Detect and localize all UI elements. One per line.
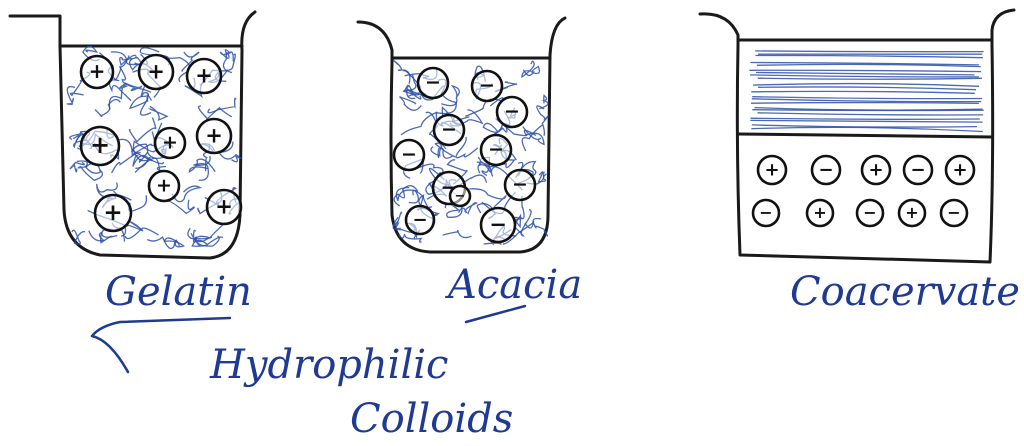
coacervate-beaker: + − + − + − + − + − xyxy=(700,10,1014,262)
svg-text:−: − xyxy=(488,139,504,161)
scribble-stroke xyxy=(758,113,984,115)
scribble-stroke xyxy=(129,118,155,142)
svg-text:+: + xyxy=(952,159,967,180)
negative-particle: − xyxy=(857,200,883,226)
positive-particle: + xyxy=(207,190,241,224)
negative-particle: − xyxy=(418,68,448,98)
scribble-stroke xyxy=(752,97,982,99)
svg-text:+: + xyxy=(215,194,233,218)
svg-text:−: − xyxy=(401,144,417,166)
negative-particle: − xyxy=(406,206,434,234)
negative-particle: − xyxy=(472,71,502,101)
negative-particle: − xyxy=(394,140,424,170)
scribble-stroke xyxy=(751,103,979,104)
scribble-stroke xyxy=(755,51,983,52)
scribble-stroke xyxy=(755,55,982,57)
negative-particle: − xyxy=(481,208,515,242)
positive-particle: + xyxy=(139,55,173,89)
negative-particle: − xyxy=(941,200,967,226)
svg-text:+: + xyxy=(764,159,779,180)
scribble-stroke xyxy=(756,73,974,75)
negative-particle: − xyxy=(450,186,470,206)
coacervate-particles: + − + − + − + − + − xyxy=(753,156,974,226)
positive-particle: + xyxy=(197,119,231,153)
svg-text:−: − xyxy=(947,203,960,222)
positive-particle: + xyxy=(149,171,179,201)
svg-text:+: + xyxy=(162,132,178,154)
scribble-stroke xyxy=(751,118,980,119)
negative-particle: − xyxy=(753,200,779,226)
negative-particle: − xyxy=(505,170,535,200)
svg-text:+: + xyxy=(103,200,122,226)
svg-text:+: + xyxy=(905,203,918,222)
caption-line1: Hydrophilic xyxy=(209,342,448,388)
svg-text:−: − xyxy=(910,159,925,180)
coacervate-phase-boundary xyxy=(738,134,992,137)
svg-text:−: − xyxy=(863,203,876,222)
svg-text:−: − xyxy=(512,174,528,196)
coacervate-layer-scribble xyxy=(749,51,983,132)
positive-particle: + xyxy=(807,200,833,226)
svg-text:−: − xyxy=(479,75,495,97)
positive-particle: + xyxy=(155,128,185,158)
caption-line2: Colloids xyxy=(350,396,513,442)
scribble-stroke xyxy=(758,87,976,90)
positive-particle: + xyxy=(81,127,119,165)
scribble-stroke xyxy=(749,70,981,71)
svg-text:+: + xyxy=(205,123,223,147)
svg-text:−: − xyxy=(425,72,441,94)
svg-text:−: − xyxy=(759,203,772,222)
scribble-stroke xyxy=(751,91,975,93)
scribble-stroke xyxy=(537,106,549,124)
svg-text:+: + xyxy=(195,63,213,87)
positive-particle: + xyxy=(862,156,890,184)
scribble-stroke xyxy=(533,218,548,235)
negative-particle: − xyxy=(481,135,511,165)
svg-text:−: − xyxy=(504,101,520,123)
positive-particle: + xyxy=(187,59,221,93)
acacia-label: Acacia xyxy=(444,262,582,308)
gelatin-particles: + + + + + + + + + xyxy=(81,55,241,231)
scribble-stroke xyxy=(753,84,979,87)
svg-text:+: + xyxy=(813,203,826,222)
scribble-stroke xyxy=(752,110,983,111)
negative-particle: − xyxy=(904,156,932,184)
svg-text:+: + xyxy=(90,131,110,159)
positive-particle: + xyxy=(946,156,974,184)
svg-text:+: + xyxy=(89,59,106,83)
coacervate-label: Coacervate xyxy=(790,269,1020,315)
scribble-stroke xyxy=(752,125,977,127)
negative-particle: − xyxy=(812,156,840,184)
svg-text:−: − xyxy=(489,212,507,236)
scribble-stroke xyxy=(149,106,167,120)
positive-particle: + xyxy=(899,200,925,226)
svg-text:−: − xyxy=(818,159,833,180)
positive-particle: + xyxy=(81,56,113,88)
positive-particle: + xyxy=(758,156,786,184)
svg-text:+: + xyxy=(156,175,172,197)
svg-text:−: − xyxy=(412,209,427,230)
gelatin-beaker: + + + + + + + + + xyxy=(10,12,255,258)
positive-particle: + xyxy=(95,195,131,231)
negative-particle: − xyxy=(497,97,527,127)
svg-text:+: + xyxy=(868,159,883,180)
scribble-stroke xyxy=(750,120,982,122)
acacia-beaker: −−−−−−−−−−− xyxy=(358,18,565,252)
scribble-stroke xyxy=(758,78,982,79)
negative-particle: − xyxy=(434,115,464,145)
scribble-stroke xyxy=(443,230,472,237)
scribble-stroke xyxy=(394,212,402,228)
svg-text:−: − xyxy=(455,189,466,204)
svg-text:+: + xyxy=(147,59,165,83)
acacia-arrow xyxy=(466,306,525,322)
scribble-stroke xyxy=(147,237,179,248)
svg-text:−: − xyxy=(441,119,457,141)
gelatin-label: Gelatin xyxy=(105,269,252,315)
scribble-stroke xyxy=(67,87,75,105)
scribble-stroke xyxy=(95,100,120,117)
scribble-stroke xyxy=(751,127,982,131)
